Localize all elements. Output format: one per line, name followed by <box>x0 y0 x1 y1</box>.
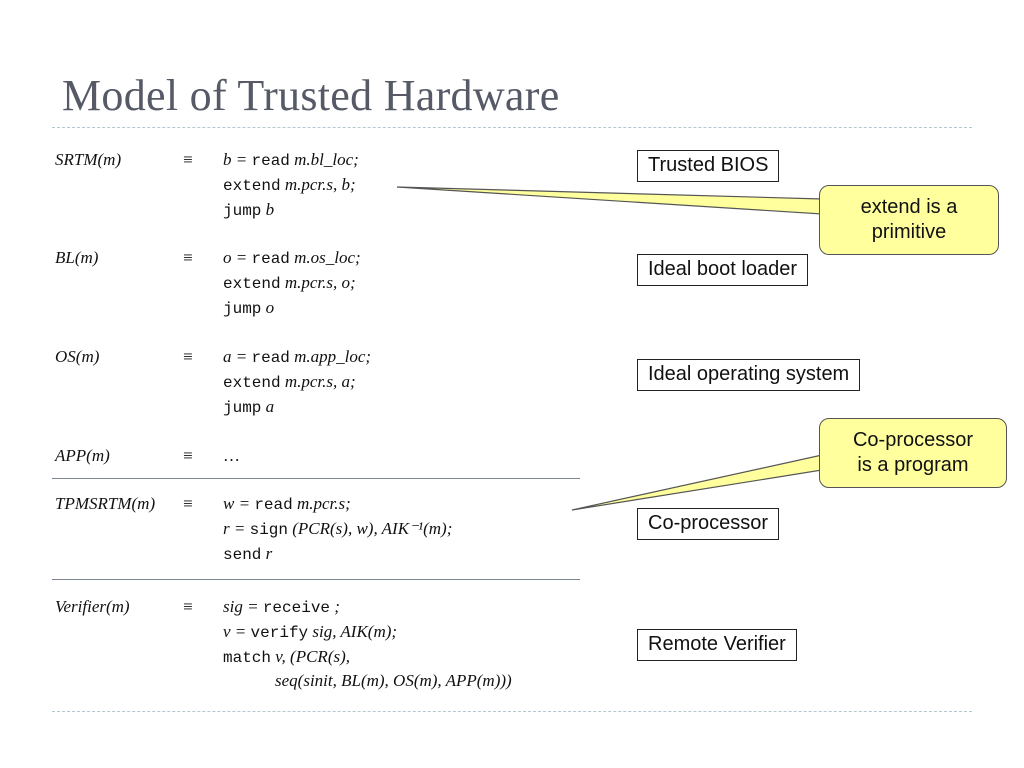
code-line: extend m.pcr.s, a; <box>223 372 356 392</box>
coprocessor-callout-pointer <box>571 454 823 511</box>
equiv-symbol: ≡ <box>183 248 193 267</box>
code-line: seq(sinit, BL(m), OS(m), APP(m))) <box>275 671 512 690</box>
callout-extend-primitive: extend is a primitive <box>819 185 999 255</box>
section-separator <box>52 579 580 580</box>
equiv-symbol: ≡ <box>183 446 193 465</box>
code-line: w = read m.pcr.s; <box>223 494 351 514</box>
label-co-processor: Co-processor <box>637 508 780 540</box>
callout-coprocessor-program: Co-processor is a program <box>819 418 1007 488</box>
code-line: sig = receive ; <box>223 597 340 617</box>
extend-callout-pointer <box>396 186 823 215</box>
definition-tpm: TPMSRTM(m) ≡ w = read m.pcr.s; r = sign … <box>55 494 595 574</box>
callout-line: extend is a <box>860 196 958 218</box>
definition-app: APP(m) ≡ … <box>55 446 595 470</box>
label-trusted-bios: Trusted BIOS <box>637 150 780 182</box>
callout-line: primitive <box>871 221 947 243</box>
top-divider <box>52 127 972 128</box>
definition-os: OS(m) ≡ a = read m.app_loc; extend m.pcr… <box>55 347 595 427</box>
definition-bl: BL(m) ≡ o = read m.os_loc; extend m.pcr.… <box>55 248 595 328</box>
code-line: jump o <box>223 298 275 318</box>
code-line: jump a <box>223 397 275 417</box>
label-ideal-boot-loader: Ideal boot loader <box>637 254 809 286</box>
definition-srtm: SRTM(m) ≡ b = read m.bl_loc; extend m.pc… <box>55 150 595 230</box>
code-line: r = sign (PCR(s), w), AIK⁻¹(m); <box>223 519 453 539</box>
code-line: a = read m.app_loc; <box>223 347 372 367</box>
definition-name: Verifier(m) <box>55 597 130 616</box>
definition-name: TPMSRTM(m) <box>55 494 156 513</box>
label-remote-verifier: Remote Verifier <box>637 629 797 661</box>
equiv-symbol: ≡ <box>183 150 193 169</box>
code-line: … <box>223 446 240 465</box>
code-line: send r <box>223 544 273 564</box>
equiv-symbol: ≡ <box>183 494 193 513</box>
bottom-divider <box>52 711 972 712</box>
code-line: jump b <box>223 200 275 220</box>
callout-line: is a program <box>857 454 969 476</box>
equiv-symbol: ≡ <box>183 347 193 366</box>
code-line: o = read m.os_loc; <box>223 248 361 268</box>
code-line: b = read m.bl_loc; <box>223 150 359 170</box>
definition-name: APP(m) <box>55 446 110 465</box>
code-line: v = verify sig, AIK(m); <box>223 622 398 642</box>
callout-line: Co-processor <box>852 429 974 451</box>
definition-name: SRTM(m) <box>55 150 122 169</box>
code-line: extend m.pcr.s, b; <box>223 175 356 195</box>
label-ideal-operating-system: Ideal operating system <box>637 359 861 391</box>
definition-name: OS(m) <box>55 347 100 366</box>
definition-verifier: Verifier(m) ≡ sig = receive ; v = verify… <box>55 597 595 697</box>
definition-name: BL(m) <box>55 248 99 267</box>
code-line: match v, (PCR(s), <box>223 647 351 667</box>
slide-title: Model of Trusted Hardware <box>62 71 560 120</box>
section-separator <box>52 478 580 479</box>
equiv-symbol: ≡ <box>183 597 193 616</box>
code-line: extend m.pcr.s, o; <box>223 273 356 293</box>
